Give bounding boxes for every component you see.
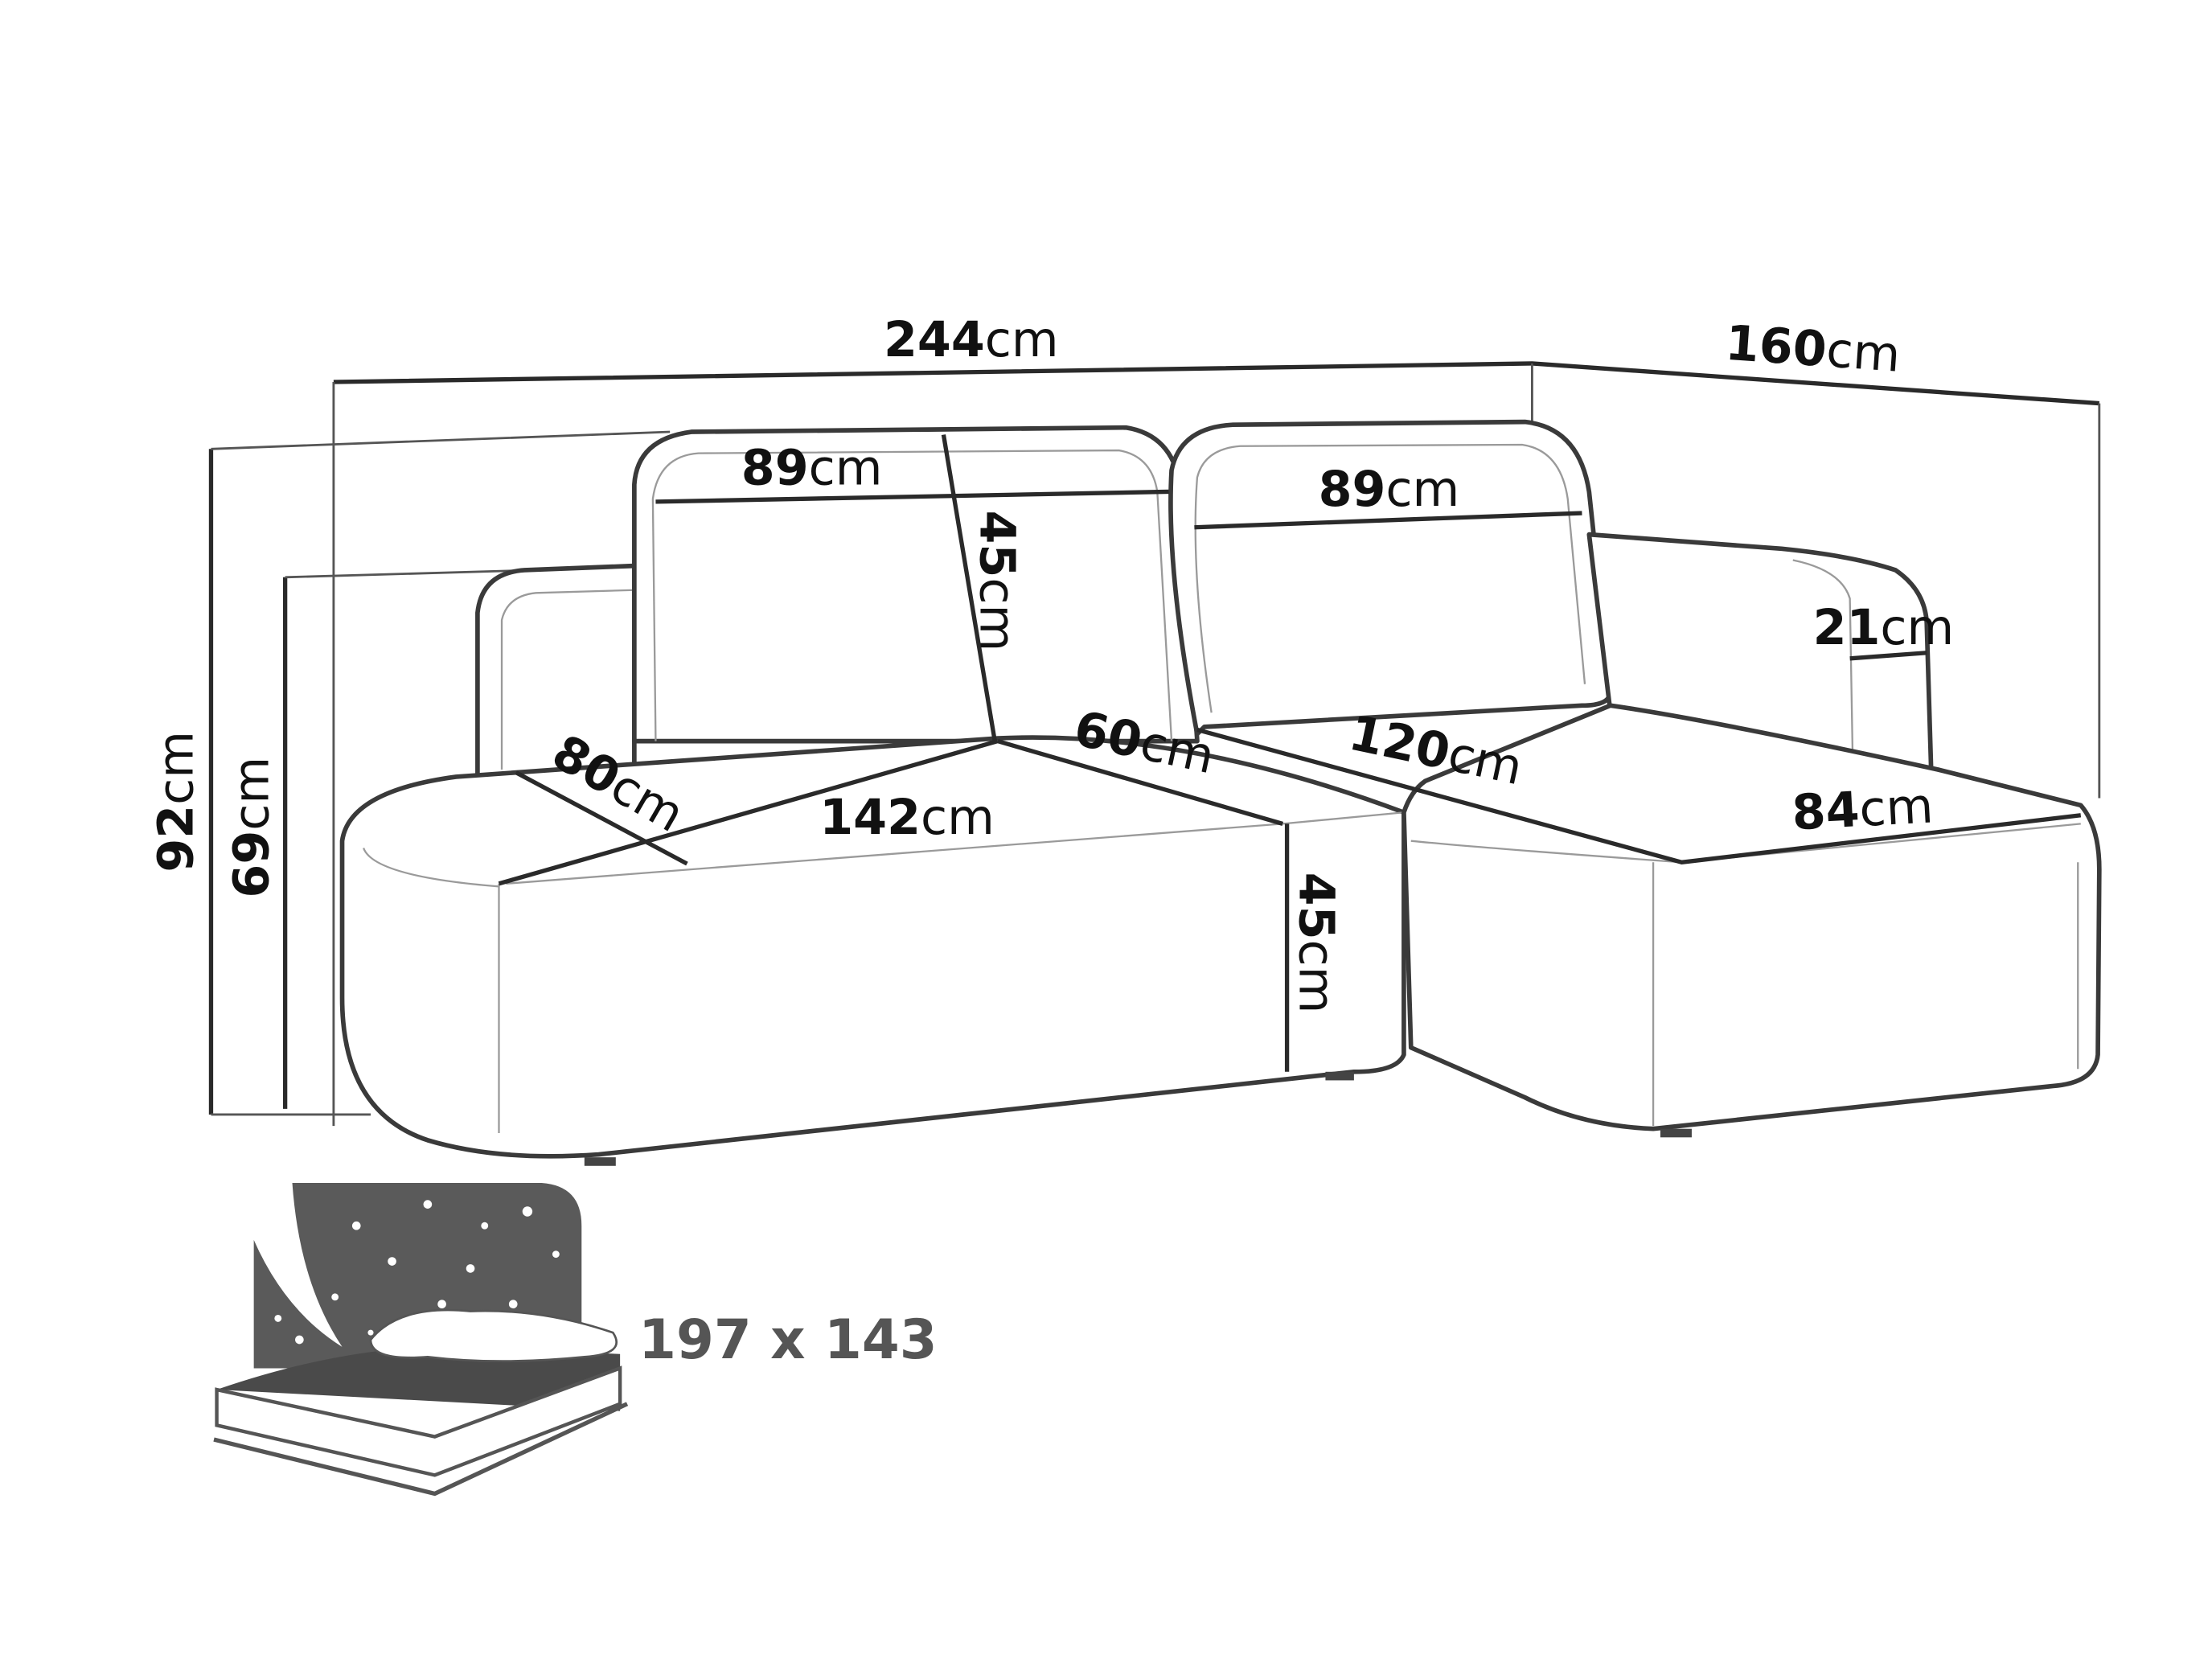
dimension-labels: 244cm 160cm 92cm 69cm 89cm 45cm 89cm 21c… <box>148 312 1954 1013</box>
label-seat-width: 142cm <box>819 790 995 846</box>
label-cushion-left-width: 89cm <box>741 441 883 497</box>
right-armrest <box>1586 532 1934 772</box>
dimension-guides <box>208 361 2101 1127</box>
label-cushion-height: 45cm <box>969 510 1025 651</box>
mattress-side-icon <box>215 1365 622 1477</box>
label-armrest-width: 21cm <box>1813 600 1955 656</box>
label-cushion-right-width: 89cm <box>1319 462 1460 518</box>
label-seat-height: 45cm <box>1288 873 1344 1014</box>
label-chaise-width: 84cm <box>1791 778 1935 841</box>
chaise-seat <box>1401 703 2102 1131</box>
label-armrest-height: 69cm <box>224 757 280 898</box>
size-arrow-icon <box>213 1402 629 1497</box>
sofa-drawing <box>339 419 2102 1166</box>
sofa-foot <box>1325 1071 1354 1081</box>
label-total-height: 92cm <box>148 731 204 873</box>
sofa-foot <box>1660 1128 1692 1138</box>
back-cushion-left <box>632 425 1200 744</box>
label-total-width: 244cm <box>884 312 1059 368</box>
left-armrest <box>475 563 637 779</box>
label-chaise-depth: 160cm <box>1724 315 1902 384</box>
mattress-top-icon <box>216 1346 621 1411</box>
bed-size-label: 197 x 143 <box>638 1308 937 1371</box>
left-seat <box>339 735 1406 1159</box>
sofa-foot <box>584 1157 616 1166</box>
stars-icon <box>274 1200 560 1345</box>
inner-dimension-lines <box>498 434 2082 1072</box>
sleeping-function-icon: 197 x 143 <box>213 1183 938 1497</box>
pillows-icon <box>369 1308 618 1362</box>
